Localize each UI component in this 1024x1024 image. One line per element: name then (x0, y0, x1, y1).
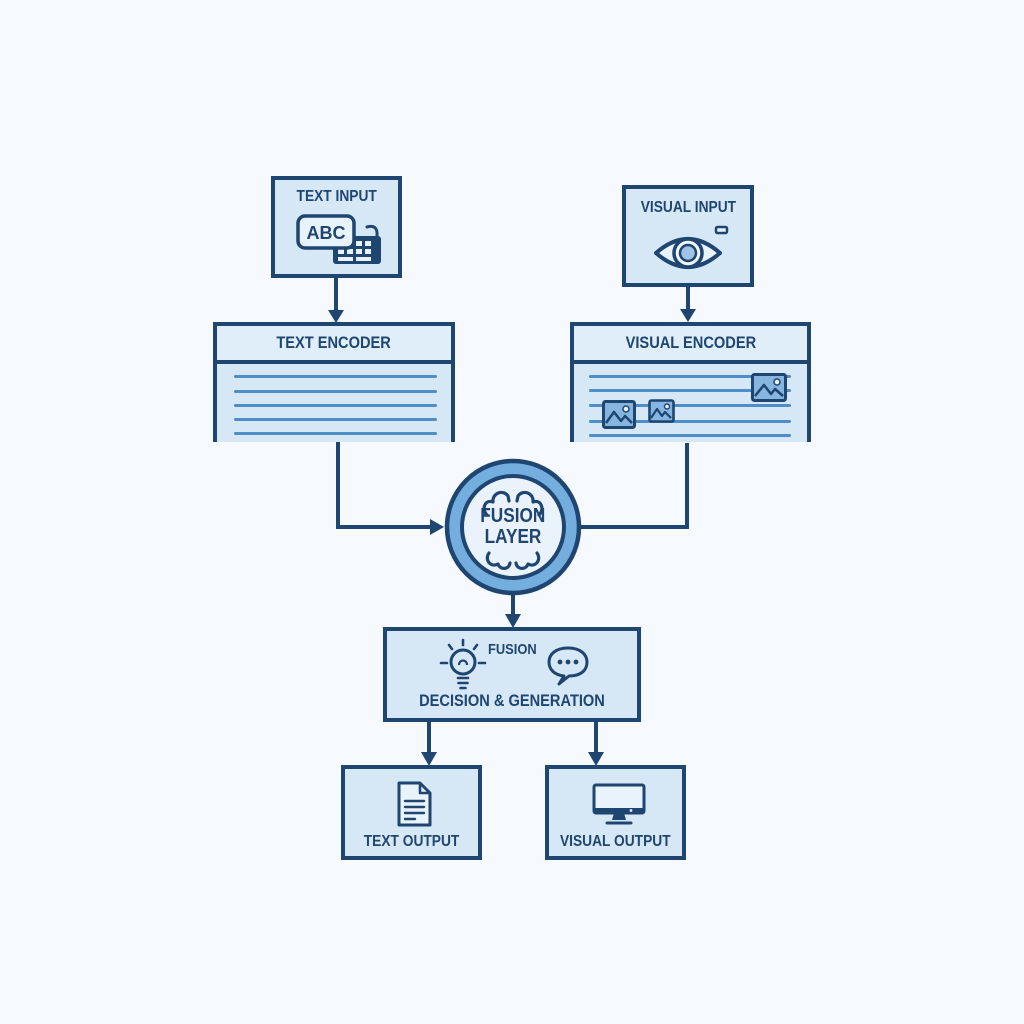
text-encoder-label: TEXT ENCODER (276, 333, 392, 352)
image-thumbnail-icon (648, 399, 675, 423)
decision-top-label: FUSION (487, 641, 537, 658)
lightbulb-icon (439, 638, 487, 690)
fusion-layer-label-line1: FUSION (480, 505, 546, 527)
visual-encoder-body (574, 364, 807, 442)
image-thumbnail-icon (602, 400, 636, 429)
speech-bubble-icon (547, 646, 589, 686)
visual-input-label: VISUAL INPUT (640, 199, 736, 216)
decision-bottom-label: DECISION & GENERATION (419, 691, 605, 710)
abc-text: ABC (307, 223, 346, 243)
text-output-box: TEXT OUTPUT (341, 765, 482, 860)
text-encoder-header: TEXT ENCODER (217, 326, 451, 364)
visual-output-box: VISUAL OUTPUT (545, 765, 686, 860)
visual-encoder-box: VISUAL ENCODER (570, 322, 811, 442)
monitor-icon (592, 783, 646, 825)
visual-encoder-label: VISUAL ENCODER (625, 333, 756, 352)
fusion-layer-circle (444, 458, 582, 596)
abc-keyboard-icon: ABC (296, 214, 381, 264)
text-encoder-box: TEXT ENCODER (213, 322, 455, 442)
brain-icon (482, 490, 544, 570)
document-icon (397, 781, 432, 827)
fusion-layer-node: FUSION LAYER (443, 457, 583, 597)
text-encoder-body (217, 364, 451, 442)
text-output-label: TEXT OUTPUT (363, 833, 460, 850)
visual-input-box: VISUAL INPUT (622, 185, 754, 287)
decision-generation-box: FUSION DECISION & GENERATION (383, 627, 641, 722)
text-input-box: TEXT INPUT ABC (271, 176, 402, 278)
eye-icon (654, 225, 729, 269)
fusion-layer-label-line2: LAYER (484, 526, 542, 548)
visual-encoder-header: VISUAL ENCODER (574, 326, 807, 364)
visual-output-label: VISUAL OUTPUT (560, 833, 671, 850)
text-input-label: TEXT INPUT (296, 188, 377, 205)
image-thumbnail-icon (751, 373, 787, 402)
